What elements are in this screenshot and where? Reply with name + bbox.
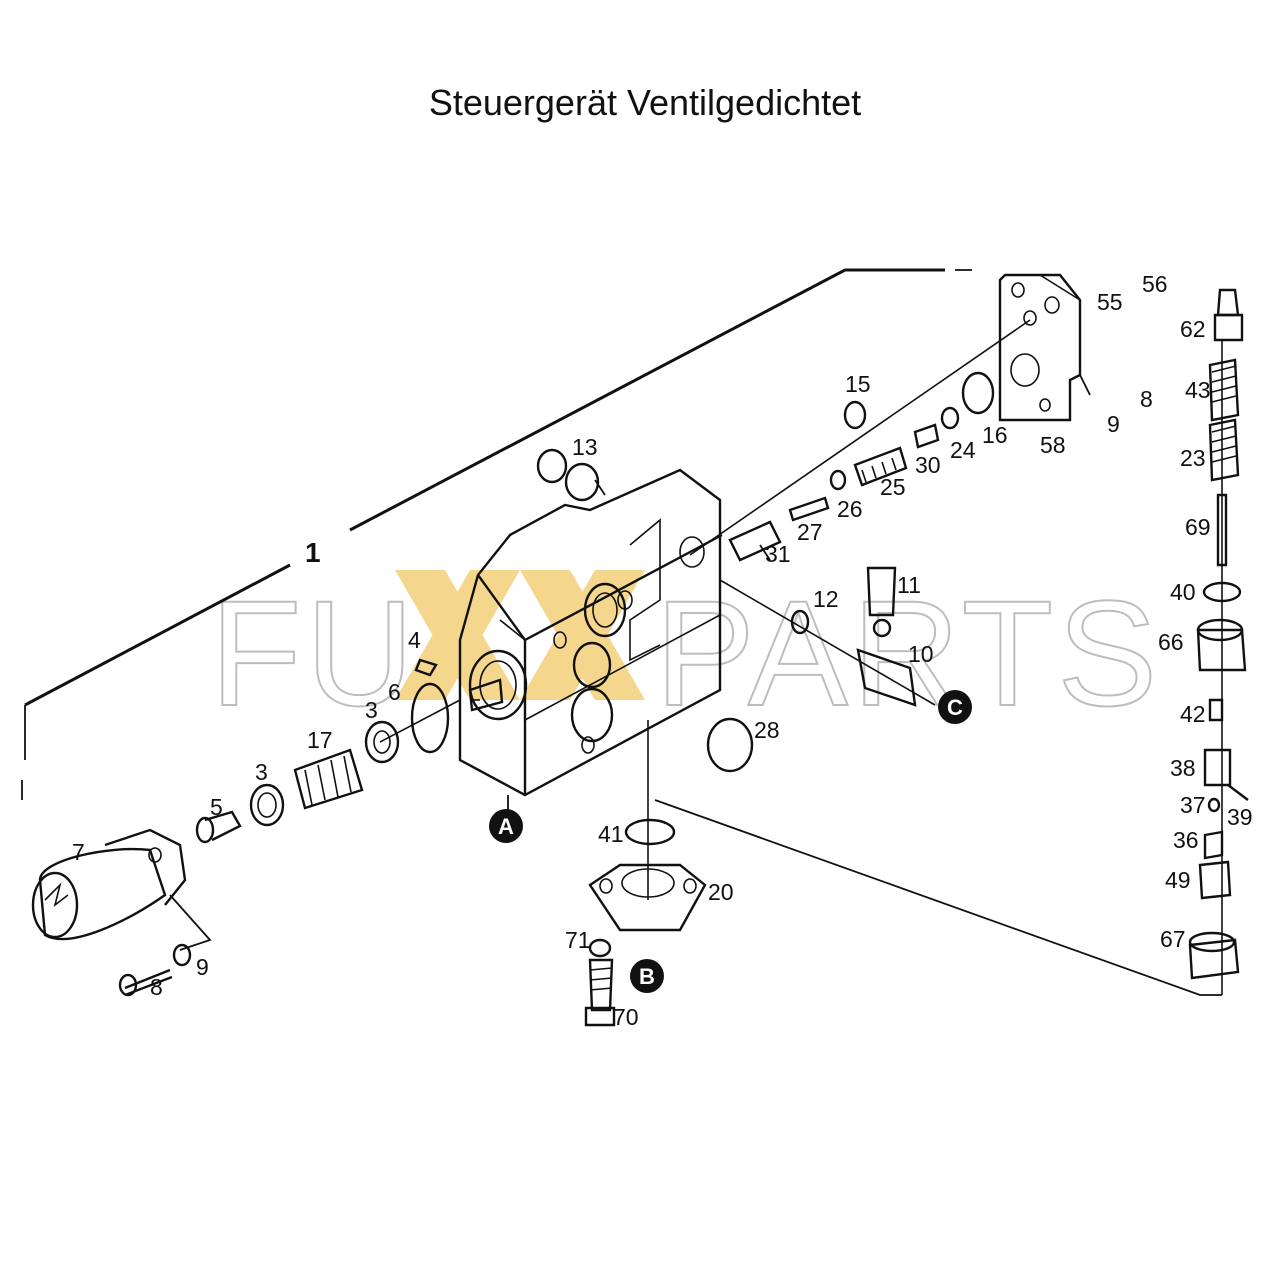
callout-11: 11: [897, 572, 921, 598]
callout-16: 16: [982, 422, 1008, 448]
right-column-parts: [654, 288, 1249, 996]
marker-c-label: C: [947, 695, 963, 720]
callout-17: 17: [307, 727, 333, 753]
callout-58: 58: [1040, 432, 1066, 458]
left-small-parts: [118, 658, 504, 997]
callout-55: 55: [1097, 289, 1123, 315]
watermark: FU PARTS: [209, 568, 1161, 738]
lower-flange: [584, 720, 707, 1027]
top-seals: [536, 448, 606, 502]
callout-4: 4: [408, 627, 421, 653]
callout-10: 10: [908, 641, 934, 667]
callout-12: 12: [813, 586, 839, 612]
callout-30: 30: [915, 452, 941, 478]
callout-1: 1: [305, 537, 321, 568]
callout-62: 62: [1180, 316, 1206, 342]
connector-marker-b: B: [630, 959, 664, 993]
callout-43: 43: [1185, 377, 1211, 403]
solenoid: [31, 828, 212, 951]
callout-71: 71: [565, 927, 591, 953]
marker-b-label: B: [639, 964, 655, 989]
cartridge-parts: [706, 566, 936, 773]
callout-56: 56: [1142, 271, 1168, 297]
callout-28: 28: [754, 717, 780, 743]
callout-labels: 1 3 3 4 5 6 7 8 9 10 11 12 13 15 16 17 2…: [72, 271, 1253, 1030]
connector-marker-c: C: [938, 690, 972, 724]
callout-42: 42: [1180, 701, 1206, 727]
callout-20: 20: [708, 879, 734, 905]
assembly-bracket: [21, 268, 972, 800]
callout-9b: 9: [1107, 411, 1120, 437]
callout-26: 26: [837, 496, 863, 522]
callout-25: 25: [880, 474, 906, 500]
watermark-text-left: FU: [210, 569, 418, 737]
marker-a-label: A: [498, 814, 514, 839]
callout-5: 5: [210, 794, 223, 820]
callout-66: 66: [1158, 629, 1184, 655]
callout-8a: 8: [150, 974, 163, 1000]
callout-69: 69: [1185, 514, 1211, 540]
callout-38: 38: [1170, 755, 1196, 781]
callout-23: 23: [1180, 445, 1206, 471]
connector-marker-a: A: [489, 795, 523, 843]
callout-8b: 8: [1140, 386, 1153, 412]
end-cover: [998, 273, 1091, 422]
callout-3a: 3: [365, 697, 378, 723]
callout-24: 24: [950, 437, 976, 463]
callout-49: 49: [1165, 867, 1191, 893]
callout-36: 36: [1173, 827, 1199, 853]
callout-41: 41: [598, 821, 624, 847]
spool-parts: [689, 319, 1031, 562]
callout-39: 39: [1227, 804, 1253, 830]
callout-9a: 9: [196, 954, 209, 980]
watermark-xx-logo: [395, 570, 645, 700]
diagram-title: Steuergerät Ventilgedichtet: [428, 82, 862, 123]
callout-3b: 3: [255, 759, 268, 785]
callout-7: 7: [72, 839, 85, 865]
callout-6: 6: [388, 679, 401, 705]
callout-31: 31: [765, 541, 791, 567]
callout-37: 37: [1180, 792, 1206, 818]
callout-27: 27: [797, 519, 823, 545]
watermark-text-right: PARTS: [655, 569, 1161, 737]
callout-13: 13: [572, 434, 598, 460]
callout-70: 70: [613, 1004, 639, 1030]
callout-67: 67: [1160, 926, 1186, 952]
callout-40: 40: [1170, 579, 1196, 605]
callout-15: 15: [845, 371, 871, 397]
valve-housing: [458, 468, 723, 797]
